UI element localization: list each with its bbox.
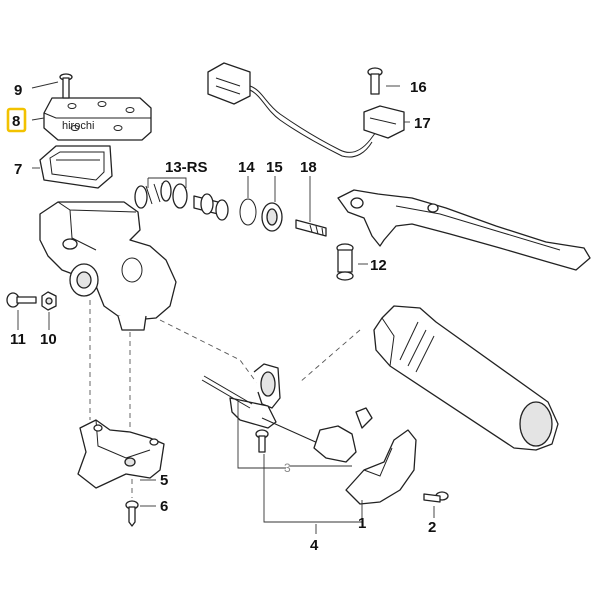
dust-boot[interactable]: [261, 202, 283, 232]
leader-lines: [17, 81, 435, 534]
callout-12: 12: [370, 257, 387, 274]
brake-lever[interactable]: [337, 189, 591, 271]
pivot-bolt[interactable]: [336, 243, 354, 281]
push-rod[interactable]: [295, 219, 327, 237]
clamp-nut[interactable]: [41, 291, 57, 311]
cover-screw[interactable]: [59, 73, 73, 99]
watermark: hirochi: [62, 120, 94, 132]
piston-kit[interactable]: [134, 180, 229, 221]
master-cylinder-housing[interactable]: [39, 201, 177, 331]
callout-15: 15: [266, 159, 283, 176]
switch-screw[interactable]: [367, 67, 383, 95]
mounting-bracket[interactable]: [77, 419, 165, 489]
brake-switch-connector[interactable]: [207, 62, 405, 158]
callout-8-highlight: [6, 107, 27, 133]
callout-4: 4: [310, 537, 319, 554]
reservoir-cover[interactable]: [43, 97, 152, 141]
bracket-screw[interactable]: [125, 500, 139, 527]
housing-screw[interactable]: [255, 429, 269, 453]
callout-18: 18: [300, 159, 317, 176]
callout-13-rs: 13-RS: [165, 159, 208, 176]
callout-9: 9: [14, 82, 22, 99]
callout-14: 14: [238, 159, 255, 176]
callout-10: 10: [40, 331, 57, 348]
callout-7: 7: [14, 161, 22, 178]
throttle-housing[interactable]: [201, 363, 373, 463]
callout-16: 16: [410, 79, 427, 96]
lower-screw[interactable]: [423, 491, 449, 503]
callout-11: 11: [10, 331, 26, 348]
reservoir-diaphragm[interactable]: [39, 145, 113, 189]
circlip[interactable]: [239, 198, 257, 226]
throttle-grip[interactable]: [373, 305, 559, 451]
callout-5: 5: [160, 472, 168, 489]
callout-17: 17: [414, 115, 431, 132]
callout-8: 8: [12, 113, 20, 130]
callout-3: 3: [284, 461, 291, 475]
callout-2: 2: [428, 519, 436, 536]
callout-6: 6: [160, 498, 168, 515]
callout-labels: 9 8 7 16 17 13-RS 14 15 18 12 11 10 5 6 …: [6, 79, 436, 554]
housing-half[interactable]: [345, 429, 417, 505]
clamp-bolt[interactable]: [6, 292, 37, 308]
callout-1: 1: [358, 515, 366, 532]
